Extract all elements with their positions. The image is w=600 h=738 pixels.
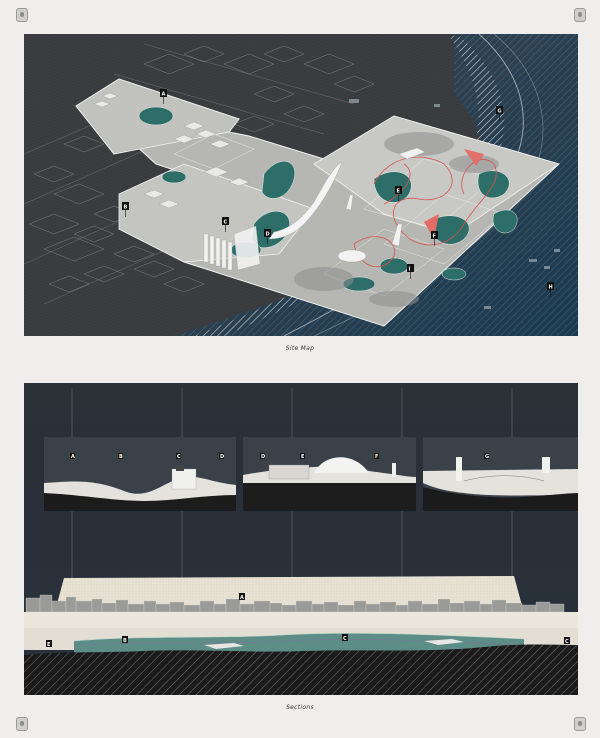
long-section: A B C C E xyxy=(24,576,578,695)
marker-c: C xyxy=(222,217,229,232)
marker-b: B xyxy=(122,202,129,217)
marker-e: E xyxy=(395,186,402,201)
svg-text:F: F xyxy=(433,234,436,240)
svg-text:E: E xyxy=(301,454,305,460)
section-panel-1: A B C D xyxy=(44,437,236,511)
section-3-markers: G xyxy=(484,453,489,460)
site-map-markers: A B C D E F G H I xyxy=(122,89,554,297)
pin-top-left xyxy=(16,8,28,22)
svg-text:G: G xyxy=(485,454,489,460)
svg-text:E: E xyxy=(397,189,401,195)
section-panel-2: D E F xyxy=(243,437,416,511)
svg-text:A: A xyxy=(162,92,166,98)
svg-text:I: I xyxy=(409,267,411,273)
marker-i: I xyxy=(407,264,414,279)
section-2-markers: D E F xyxy=(260,453,379,460)
marker-h: H xyxy=(547,282,554,297)
marker-g: G xyxy=(496,106,503,121)
pin-bottom-left xyxy=(16,717,28,731)
svg-text:E: E xyxy=(47,642,51,648)
sections-panel: A B C D D E F xyxy=(24,383,578,695)
long-section-markers: A B C C E xyxy=(46,593,570,648)
svg-text:C: C xyxy=(565,639,569,645)
site-map-caption: Site Map xyxy=(285,345,315,352)
marker-a: A xyxy=(160,89,167,104)
svg-text:D: D xyxy=(266,232,270,238)
sections-drawing: A B C D D E F xyxy=(24,383,578,695)
section-panel-3: G xyxy=(423,437,578,511)
pin-top-right xyxy=(574,8,586,22)
svg-text:B: B xyxy=(124,205,128,211)
svg-text:D: D xyxy=(220,454,224,460)
svg-text:C: C xyxy=(224,220,228,226)
section-1-markers: A B C D xyxy=(70,453,224,460)
marker-f: F xyxy=(431,231,438,246)
pin-bottom-right xyxy=(574,717,586,731)
marker-d: D xyxy=(264,229,271,244)
svg-text:G: G xyxy=(498,109,502,115)
site-map-panel: A B C D E F G H I xyxy=(24,34,578,336)
svg-text:C: C xyxy=(177,454,181,460)
site-map-drawing: A B C D E F G H I xyxy=(24,34,578,336)
svg-text:C: C xyxy=(343,636,347,642)
svg-text:A: A xyxy=(71,454,75,460)
svg-text:F: F xyxy=(375,454,378,460)
sections-caption: Sections xyxy=(286,704,314,711)
svg-text:B: B xyxy=(123,638,127,644)
svg-text:D: D xyxy=(261,454,265,460)
svg-text:H: H xyxy=(549,285,553,291)
svg-text:A: A xyxy=(240,595,244,601)
svg-text:B: B xyxy=(119,454,123,460)
